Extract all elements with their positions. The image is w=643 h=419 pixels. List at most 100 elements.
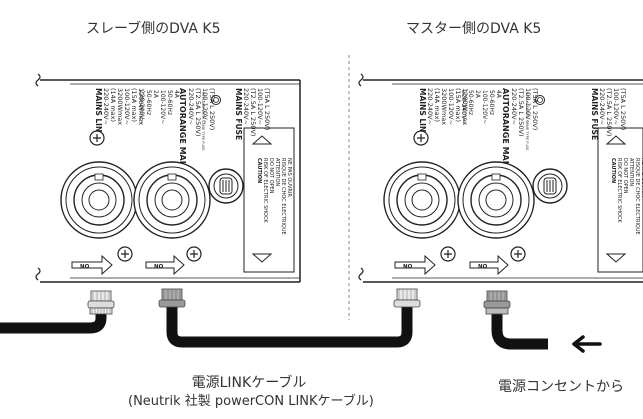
svg-text:NO: NO bbox=[154, 264, 164, 270]
master-link-plug bbox=[393, 288, 421, 308]
svg-text:MAINS LINK: MAINS LINK bbox=[94, 88, 103, 139]
slave-title: スレーブ側のDVA K5 bbox=[86, 21, 221, 37]
svg-text:100-120V~: 100-120V~ bbox=[123, 88, 131, 125]
power-link-cable bbox=[166, 298, 413, 348]
master-break-top-icon bbox=[358, 73, 364, 87]
svg-text:DO NOT OPEN: DO NOT OPEN bbox=[268, 158, 274, 194]
master-rear-panel: MAINS LINK 220-240V~ (14A max) 3200Wmax … bbox=[358, 73, 643, 283]
svg-text:50-60Hz: 50-60Hz bbox=[166, 90, 173, 115]
svg-text:100-120V~: 100-120V~ bbox=[159, 90, 166, 124]
svg-text:(T2.5A L 250V): (T2.5A L 250V) bbox=[605, 88, 613, 136]
svg-text:MAINS FUSE: MAINS FUSE bbox=[590, 88, 599, 140]
svg-text:220-240V~: 220-240V~ bbox=[510, 88, 518, 125]
svg-text:3200Wmax: 3200Wmax bbox=[116, 88, 124, 125]
master-mains-link-text: MAINS LINK 220-240V~ (14A max) 3200Wmax … bbox=[418, 88, 469, 139]
slave-link-cable bbox=[0, 300, 107, 334]
source-label: 電源コンセントから bbox=[498, 379, 624, 395]
svg-text:CAUTION: CAUTION bbox=[256, 158, 262, 183]
svg-text:2A: 2A bbox=[152, 90, 159, 99]
master-spec-text: 220-240V~ 50-60Hz 2A 100-120V~ 50-60Hz 4… bbox=[460, 90, 502, 124]
svg-text:CAUTION: CAUTION bbox=[610, 158, 616, 183]
svg-text:MAINS FUSE: MAINS FUSE bbox=[234, 88, 243, 140]
slave-fuse-text: MAINS FUSE 220-240V~ (T2.5A L 250V) 100-… bbox=[234, 88, 271, 140]
svg-text:100-120V~: 100-120V~ bbox=[524, 88, 532, 125]
svg-text:220-240V~: 220-240V~ bbox=[102, 88, 110, 125]
slave-link-rotate-arrow-icon bbox=[71, 254, 113, 276]
svg-text:NE PAS OUVRIR: NE PAS OUVRIR bbox=[286, 158, 292, 197]
master-fuse-note: REPLACE WITH SAME TYPE FUSE bbox=[525, 92, 529, 151]
slave-fuse-holder-icon bbox=[208, 168, 244, 204]
slave-input-plug bbox=[158, 288, 186, 308]
slave-break-bottom-icon bbox=[35, 267, 41, 281]
svg-text:(T2.5A L 250V): (T2.5A L 250V) bbox=[517, 88, 525, 136]
master-link-rotate-arrow-icon bbox=[394, 254, 436, 276]
svg-text:RISQUE DE CHOC ELECTRIQUE: RISQUE DE CHOC ELECTRIQUE bbox=[634, 158, 640, 235]
svg-text:NE PAS OUVRIR: NE PAS OUVRIR bbox=[640, 158, 643, 197]
svg-text:(T5A L 250V): (T5A L 250V) bbox=[531, 88, 539, 130]
master-input-plug bbox=[483, 290, 511, 315]
svg-text:100-120V~: 100-120V~ bbox=[612, 88, 620, 125]
master-input-rotate-arrow-icon bbox=[469, 254, 509, 276]
svg-text:4A: 4A bbox=[495, 90, 502, 99]
svg-text:220-240V~: 220-240V~ bbox=[460, 90, 467, 124]
svg-text:ATTENTION: ATTENTION bbox=[628, 158, 634, 186]
svg-text:MAINS LINK: MAINS LINK bbox=[418, 88, 427, 139]
svg-text:NO: NO bbox=[80, 264, 90, 270]
svg-text:(14A max): (14A max) bbox=[109, 88, 117, 122]
slave-warning-triangle-icon-2 bbox=[251, 253, 273, 263]
slave-input-connector: NO bbox=[133, 161, 211, 276]
svg-text:NO: NO bbox=[403, 264, 413, 270]
svg-text:100-120V~: 100-120V~ bbox=[447, 88, 455, 125]
svg-text:220-240V~: 220-240V~ bbox=[242, 88, 250, 125]
svg-text:220-240V~: 220-240V~ bbox=[187, 88, 195, 125]
master-caution-box bbox=[597, 127, 643, 273]
svg-text:RISK OF ELECTRIC SHOCK: RISK OF ELECTRIC SHOCK bbox=[616, 158, 622, 223]
slave-break-top-icon bbox=[35, 73, 41, 87]
master-title: マスター側のDVA K5 bbox=[406, 21, 542, 37]
svg-text:NO: NO bbox=[478, 264, 488, 270]
svg-text:(T5A L 250V): (T5A L 250V) bbox=[208, 88, 216, 130]
svg-text:100-120V~: 100-120V~ bbox=[201, 88, 209, 125]
master-input-connector: NO bbox=[457, 161, 535, 276]
svg-text:(15A max): (15A max) bbox=[130, 88, 138, 122]
slave-caution-text: CAUTION RISK OF ELECTRIC SHOCK DO NOT OP… bbox=[256, 158, 292, 235]
svg-text:100-120V~: 100-120V~ bbox=[256, 88, 264, 125]
slave-spec-text: 220-240V~ 50-60Hz 2A 100-120V~ 50-60Hz 4… bbox=[138, 90, 180, 124]
cable-name-label: 電源LINKケーブル bbox=[191, 375, 307, 391]
svg-text:3200Wmax: 3200Wmax bbox=[440, 88, 448, 125]
slave-rear-panel: MAINS LINK 220-240V~ (14A max) 3200Wmax … bbox=[35, 73, 301, 283]
svg-text:1200Wmax: 1200Wmax bbox=[461, 88, 469, 125]
master-fuse-text: MAINS FUSE 220-240V~ (T2.5A L 250V) 100-… bbox=[590, 88, 627, 140]
slave-mains-input-text: AUTORANGE MAINS INPUT 220-240V~ (T2.5A L… bbox=[178, 88, 216, 207]
slave-link-connector: NO bbox=[60, 130, 138, 276]
slave-input-rotate-arrow-icon bbox=[145, 254, 185, 276]
slave-indicator-icon bbox=[211, 95, 221, 105]
slave-warning-triangle-icon bbox=[251, 135, 273, 145]
master-warning-triangle-icon bbox=[605, 135, 627, 145]
svg-text:220-240V~: 220-240V~ bbox=[426, 88, 434, 125]
svg-text:AUTORANGE MAINS INPUT: AUTORANGE MAINS INPUT bbox=[501, 88, 510, 207]
svg-text:ATTENTION: ATTENTION bbox=[274, 158, 280, 186]
mains-source-cable bbox=[491, 300, 548, 350]
svg-text:(T2.5A L 250V): (T2.5A L 250V) bbox=[194, 88, 202, 136]
svg-text:REPLACE WITH SAME TYPE FUSE: REPLACE WITH SAME TYPE FUSE bbox=[201, 92, 205, 151]
svg-text:AUTORANGE MAINS INPUT: AUTORANGE MAINS INPUT bbox=[178, 88, 187, 207]
svg-text:220-240V~: 220-240V~ bbox=[138, 90, 145, 124]
master-mains-input-text: AUTORANGE MAINS INPUT 220-240V~ (T2.5A L… bbox=[501, 88, 539, 207]
cable-detail-label: (Neutrik 社製 powerCON LINKケーブル) bbox=[128, 394, 374, 409]
slave-mains-link-text: MAINS LINK 220-240V~ (14A max) 3200Wmax … bbox=[94, 88, 145, 139]
svg-text:50-60Hz: 50-60Hz bbox=[467, 90, 474, 115]
svg-text:REPLACE WITH SAME TYPE FUSE: REPLACE WITH SAME TYPE FUSE bbox=[525, 92, 529, 151]
slave-fuse-note: REPLACE WITH SAME TYPE FUSE bbox=[201, 92, 205, 151]
svg-text:DO NOT OPEN: DO NOT OPEN bbox=[622, 158, 628, 194]
svg-text:RISQUE DE CHOC ELECTRIQUE: RISQUE DE CHOC ELECTRIQUE bbox=[280, 158, 286, 235]
svg-text:220-240V~: 220-240V~ bbox=[598, 88, 606, 125]
svg-text:(15A max): (15A max) bbox=[454, 88, 462, 122]
svg-text:(14A max): (14A max) bbox=[433, 88, 441, 122]
mains-direction-arrow-icon bbox=[572, 335, 602, 353]
svg-text:2A: 2A bbox=[474, 90, 481, 99]
master-link-connector: NO bbox=[383, 130, 461, 276]
master-fuse-holder-icon bbox=[532, 168, 568, 204]
